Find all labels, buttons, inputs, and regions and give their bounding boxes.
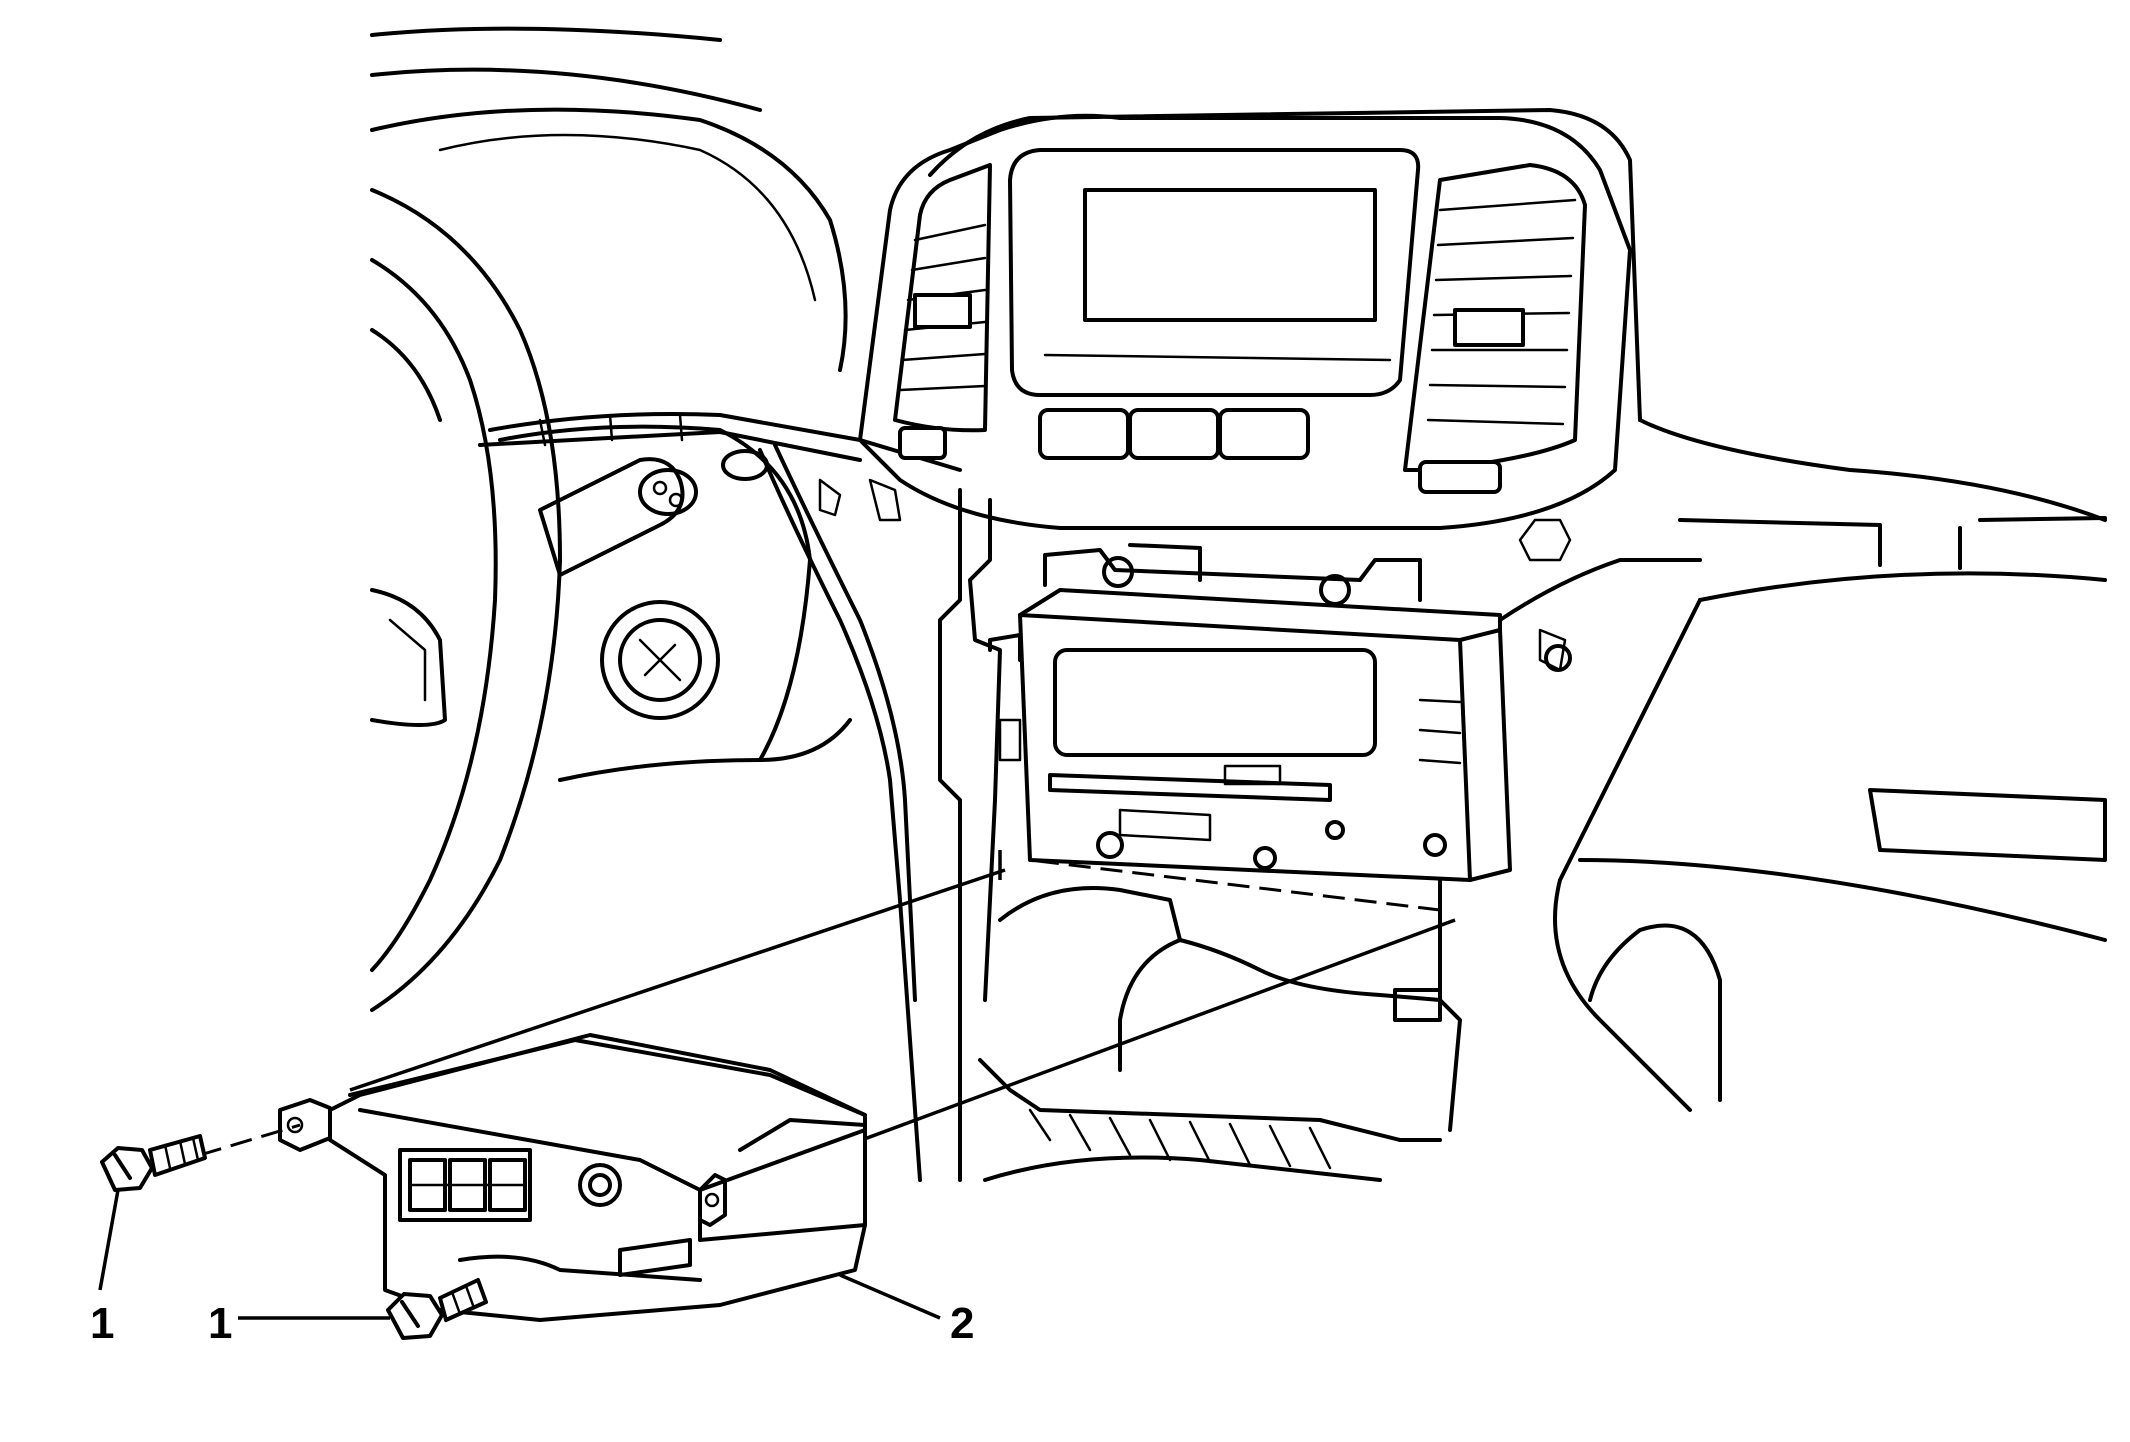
bolt-right-icon — [386, 1278, 488, 1340]
callout-label-bolt-left: 1 — [90, 1299, 114, 1348]
steering-wheel — [370, 188, 562, 1012]
center-console — [938, 488, 1462, 1182]
windshield-trim — [370, 26, 2107, 522]
dash-top-edge — [478, 412, 962, 472]
passenger-dash — [1498, 516, 2107, 1112]
radio-receiver — [1018, 543, 1512, 882]
control-module — [278, 1033, 867, 1322]
callout-leaders — [98, 1189, 941, 1320]
ignition-cylinder — [498, 424, 852, 782]
callout-label-module: 2 — [950, 1299, 974, 1348]
callout-label-bolt-right: 1 — [208, 1299, 232, 1348]
wiring-harness — [721, 443, 922, 1182]
bolt-left-icon — [100, 1134, 207, 1192]
center-bezel — [858, 113, 1632, 530]
